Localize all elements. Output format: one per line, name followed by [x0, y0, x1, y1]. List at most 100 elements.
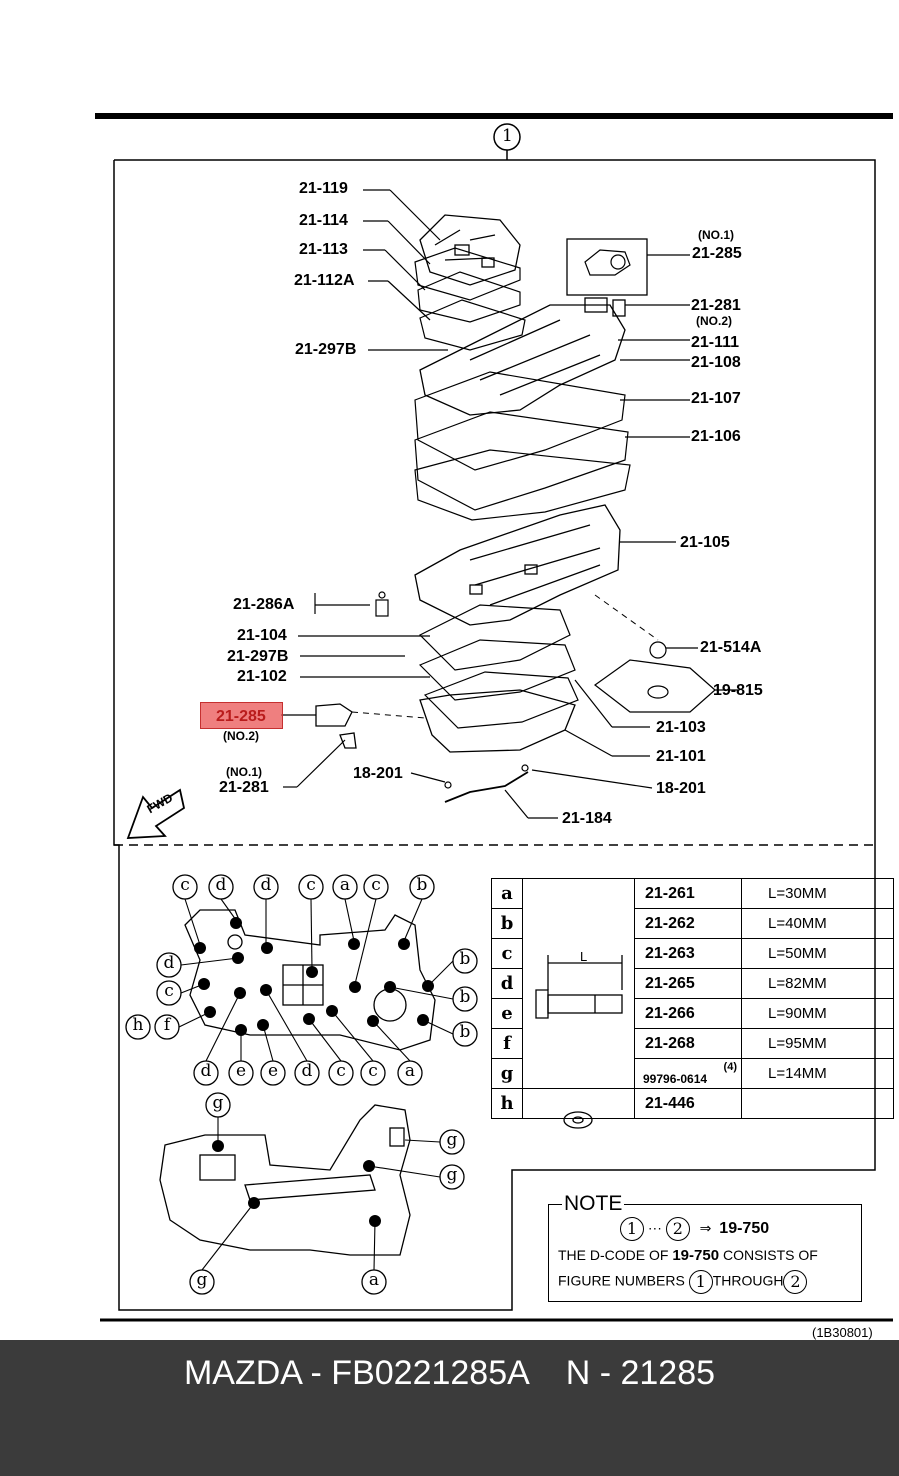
gasket-21-114 — [414, 247, 521, 301]
note-text-a: THE D-CODE OF — [558, 1247, 673, 1263]
bolt-location-plan-lower — [159, 1104, 411, 1256]
lower-valve-body-21-101 — [419, 689, 576, 753]
bolt-letter-top-row: c — [306, 875, 316, 895]
pipe-21-184 — [444, 771, 529, 803]
bolt-letter-bottom-row: c — [336, 1061, 346, 1081]
bolt-letter-left-col: f — [163, 1015, 171, 1035]
bolt-letter-top-row: d — [260, 875, 272, 895]
callout-21-281-right[interactable]: 21-281 — [691, 297, 741, 314]
bolt-part-number[interactable]: 21-263 — [634, 938, 742, 969]
bolt-length: L=40MM — [741, 908, 894, 939]
bolt-part-number[interactable]: (4)99796-0614 — [634, 1058, 742, 1089]
callout-21-514A[interactable]: 21-514A — [700, 639, 762, 656]
callout-21-281-left[interactable]: 21-281 — [219, 779, 269, 796]
footer-bar — [0, 1340, 899, 1476]
callout-21-114[interactable]: 21-114 — [299, 212, 348, 229]
diagram-linework — [95, 113, 893, 1322]
bolt-part-number[interactable]: 21-261 — [634, 878, 742, 909]
plate-21-102 — [418, 639, 576, 701]
orifice-21-514A — [649, 641, 667, 659]
bolt-letter-top-row: c — [371, 875, 381, 895]
callout-21-297B-top[interactable]: 21-297B — [295, 341, 357, 358]
bolt-length — [741, 1088, 894, 1119]
inset-21-285-no1 — [566, 238, 648, 296]
solenoid-body-21-111 — [419, 297, 626, 416]
bolt-letter-right-col: b — [459, 1022, 471, 1042]
washer-picture-cell — [522, 1088, 635, 1119]
callout-21-119[interactable]: 21-119 — [299, 180, 348, 197]
callout-19-815[interactable]: 19-815 — [713, 682, 763, 699]
callout-21-107[interactable]: 21-107 — [691, 390, 741, 407]
callout-18-201-right[interactable]: 18-201 — [656, 780, 706, 797]
fwd-arrow-icon — [126, 788, 186, 839]
plate-21-107 — [414, 411, 629, 511]
footer-part-title: MAZDA - FB0221285A N - 21285 — [183, 1354, 716, 1392]
note-arrow-icon: ⇒ — [699, 1219, 712, 1236]
note-num2: 2 — [783, 1270, 808, 1294]
label-no2-b: (NO.2) — [223, 729, 259, 743]
callout-21-104[interactable]: 21-104 — [237, 627, 287, 644]
bolt-key: e — [491, 998, 523, 1029]
label-no2-a: (NO.2) — [696, 314, 732, 328]
bolt-letter-lower: g — [196, 1270, 208, 1290]
bolt-letter-bottom-row: a — [404, 1061, 416, 1081]
callout-18-201-left[interactable]: 18-201 — [353, 765, 403, 782]
bolt-letter-left-col: c — [164, 981, 174, 1001]
plate-21-108 — [414, 371, 626, 471]
note-range-end: 2 — [665, 1217, 690, 1241]
bolt-length: L=82MM — [741, 968, 894, 999]
callout-21-103[interactable]: 21-103 — [656, 719, 706, 736]
note-line-2: THE D-CODE OF 19-750 CONSISTS OF — [558, 1247, 818, 1264]
bolt-letter-bottom-row: e — [267, 1061, 279, 1081]
callout-21-102[interactable]: 21-102 — [237, 668, 287, 685]
callout-21-286A[interactable]: 21-286A — [233, 596, 295, 613]
note-code: 19-750 — [672, 1247, 720, 1264]
label-no1-b: (NO.1) — [226, 765, 262, 779]
callout-21-297B-bottom[interactable]: 21-297B — [227, 648, 289, 665]
bolt-part-number[interactable]: 21-446 — [634, 1088, 742, 1119]
bolt-letter-top-row: b — [416, 875, 428, 895]
bolt-part-code: 99796-0614 — [643, 1071, 708, 1086]
callout-21-285-no2[interactable]: 21-285 — [216, 708, 266, 725]
note-range-dots: ··· — [647, 1219, 662, 1236]
bolt-key: g — [491, 1058, 523, 1089]
bolt-letter-circles — [125, 874, 478, 1295]
note-target[interactable]: 19-750 — [719, 1219, 770, 1237]
callout-21-285-no1[interactable]: 21-285 — [692, 245, 742, 262]
bolt-part-number[interactable]: 21-268 — [634, 1028, 742, 1059]
note-text-d: FIGURE NUMBERS — [558, 1272, 689, 1289]
bolt-part-number[interactable]: 21-262 — [634, 908, 742, 939]
note-text-e: THROUGH — [712, 1272, 784, 1289]
reference-code: (1B30801) — [812, 1325, 873, 1340]
bolt-letter-top-row: c — [180, 875, 190, 895]
bolt-letter-lower: g — [446, 1130, 458, 1150]
note-range-start: 1 — [620, 1217, 644, 1241]
callout-21-113[interactable]: 21-113 — [299, 241, 348, 258]
bolt-letter-left-col: d — [163, 953, 175, 973]
bolt-length: L=14MM — [741, 1058, 894, 1089]
bolt-length: L=50MM — [741, 938, 894, 969]
callout-21-184[interactable]: 21-184 — [562, 810, 612, 827]
note-text-c: CONSISTS OF — [719, 1247, 818, 1263]
callout-21-106[interactable]: 21-106 — [691, 428, 741, 445]
gasket-21-113 — [417, 271, 521, 323]
callout-21-112A[interactable]: 21-112A — [294, 272, 355, 289]
note-line-1: 1 ··· 2 ⇒ 19-750 — [620, 1217, 769, 1241]
callout-21-111[interactable]: 21-111 — [691, 334, 740, 351]
bolt-letter-bottom-row: e — [235, 1061, 247, 1081]
plate-21-104 — [418, 604, 571, 671]
callout-21-105[interactable]: 21-105 — [680, 534, 730, 551]
note-title: NOTE — [562, 1192, 625, 1216]
bolt-length: L=30MM — [741, 878, 894, 909]
upper-valve-body — [419, 214, 521, 286]
bolt-part-number[interactable]: 21-265 — [634, 968, 742, 999]
bolt-length: L=95MM — [741, 1028, 894, 1059]
callout-21-108[interactable]: 21-108 — [691, 354, 741, 371]
callout-21-101[interactable]: 21-101 — [656, 748, 706, 765]
note-num1: 1 — [688, 1270, 713, 1294]
bolt-part-number[interactable]: 21-266 — [634, 998, 742, 1029]
